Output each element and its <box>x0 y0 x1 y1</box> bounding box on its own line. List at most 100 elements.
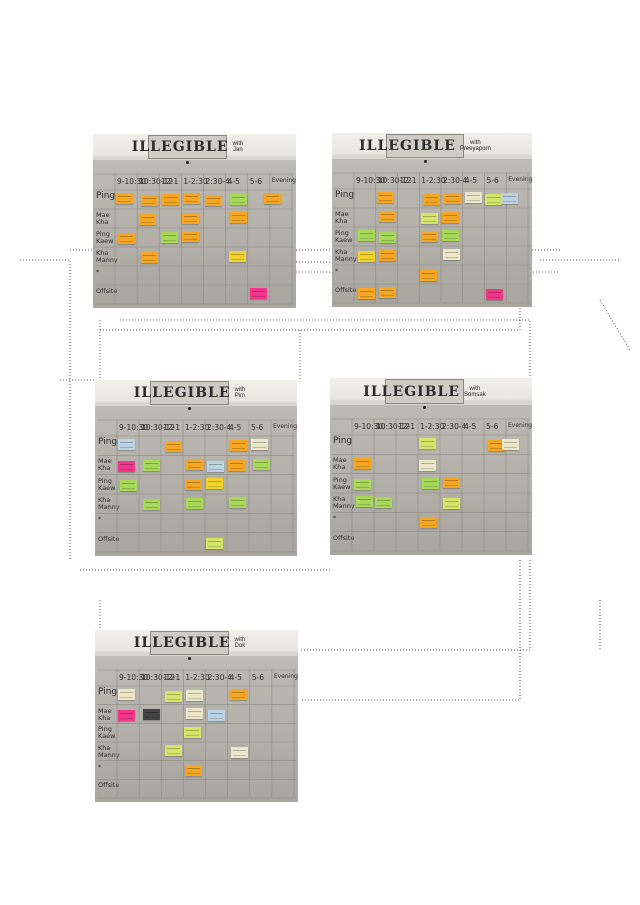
person-row-label: * <box>98 515 102 524</box>
sticky-note <box>488 440 505 452</box>
sticky-note <box>354 478 371 490</box>
sticky-note <box>249 288 267 299</box>
person-row-label: Ping Kaew <box>98 725 116 741</box>
time-slot-header: Evening <box>273 673 298 680</box>
time-slot-header: 1-2:30 <box>185 673 210 682</box>
sticky-note <box>229 194 247 205</box>
sticky-note <box>207 709 225 721</box>
sticky-note <box>141 252 159 263</box>
sticky-note <box>419 438 436 450</box>
time-slot-header: 5-6 <box>249 177 262 186</box>
sticky-note <box>357 230 375 241</box>
sticky-note <box>264 193 282 204</box>
sticky-note <box>118 688 136 700</box>
sticky-note <box>441 212 459 223</box>
sticky-note <box>443 498 460 510</box>
time-slot-header: 10:30-12 <box>377 176 412 185</box>
person-row-label: Offsite <box>333 533 355 542</box>
grid-lines <box>332 418 530 552</box>
time-slot-header: Evening <box>273 423 297 430</box>
person-row-label: Offsite <box>335 286 357 294</box>
time-slot-header: 1-2:30 <box>420 422 445 431</box>
pin-icon <box>188 407 191 410</box>
sticky-note <box>139 214 157 225</box>
sticky-note <box>186 707 204 719</box>
time-slot-header: Evening <box>508 422 532 429</box>
sticky-note <box>118 709 136 721</box>
sticky-note <box>378 287 396 298</box>
sticky-note <box>253 458 270 470</box>
sticky-note <box>357 288 375 299</box>
person-row-label: Ping <box>333 436 353 446</box>
time-slot-header: 12-1 <box>163 673 181 682</box>
time-slot-header: 10:30-12 <box>141 423 175 432</box>
grid-lines <box>97 669 296 799</box>
sticky-note <box>419 459 436 471</box>
time-slot-header: 9-10:30 <box>119 673 149 682</box>
person-row-label: * <box>96 268 100 276</box>
sticky-note <box>357 251 375 262</box>
board-title: ILLEGIBLE <box>133 385 231 401</box>
sticky-note <box>185 478 202 490</box>
sticky-note <box>165 690 183 702</box>
sticky-note <box>423 194 441 205</box>
time-slot-header: 9-10:30 <box>356 176 386 185</box>
sticky-note <box>206 477 223 489</box>
time-slot-header: 1-2:30 <box>421 176 446 185</box>
time-slot-header: 5-6 <box>486 422 499 431</box>
sticky-note <box>378 250 396 261</box>
sticky-note <box>486 289 504 300</box>
time-slot-header: 2:30-4 <box>442 422 467 431</box>
time-slot-header: 4-5 <box>229 423 242 432</box>
sticky-note <box>186 689 204 701</box>
sticky-note <box>141 195 159 206</box>
person-row-label: Mae Kha <box>98 457 112 473</box>
sticky-note <box>118 233 136 244</box>
sticky-note <box>161 232 179 243</box>
person-row-label: Mae Kha <box>335 210 349 225</box>
sticky-note <box>118 439 135 451</box>
sticky-note <box>421 231 439 242</box>
time-slot-header: 10:30-12 <box>376 422 410 431</box>
time-slot-header: 4-5 <box>229 673 242 682</box>
time-slot-header: Evening <box>271 177 296 184</box>
sticky-note <box>120 479 137 491</box>
time-slot-header: 2:30-4 <box>205 177 230 186</box>
person-row-label: Kha Manny <box>96 249 118 264</box>
sticky-note <box>441 230 459 241</box>
sticky-note <box>186 458 203 470</box>
time-slot-header: 9-10:30 <box>119 423 149 432</box>
time-slot-header: 5-6 <box>251 423 264 432</box>
sticky-note <box>184 727 202 739</box>
sticky-note <box>186 498 203 510</box>
person-row-label: Offsite <box>96 287 118 295</box>
person-row-label: Ping Kaew <box>333 475 351 491</box>
person-row-label: Ping <box>335 190 355 200</box>
grid-lines <box>95 173 294 305</box>
person-row-label: * <box>98 762 102 771</box>
time-slot-header: 12-1 <box>398 422 416 431</box>
sticky-note <box>464 192 482 203</box>
sticky-note <box>206 537 223 549</box>
sticky-note <box>378 211 396 222</box>
person-row-label: Ping <box>98 687 118 697</box>
time-slot-header: 5-6 <box>486 176 499 185</box>
person-row-label: Offsite <box>98 534 120 543</box>
person-row-label: * <box>335 267 339 275</box>
sticky-note <box>143 499 160 511</box>
person-row-label: Kha Manny <box>335 248 357 263</box>
person-row-label: Ping Kaew <box>335 229 353 244</box>
person-row-label: Mae Kha <box>333 456 347 472</box>
sticky-note <box>251 439 268 451</box>
pin-icon <box>424 160 427 163</box>
sticky-note <box>207 460 224 472</box>
sticky-note <box>442 249 460 260</box>
sticky-note <box>182 231 200 242</box>
sticky-note <box>228 459 245 471</box>
sticky-note <box>376 192 394 203</box>
